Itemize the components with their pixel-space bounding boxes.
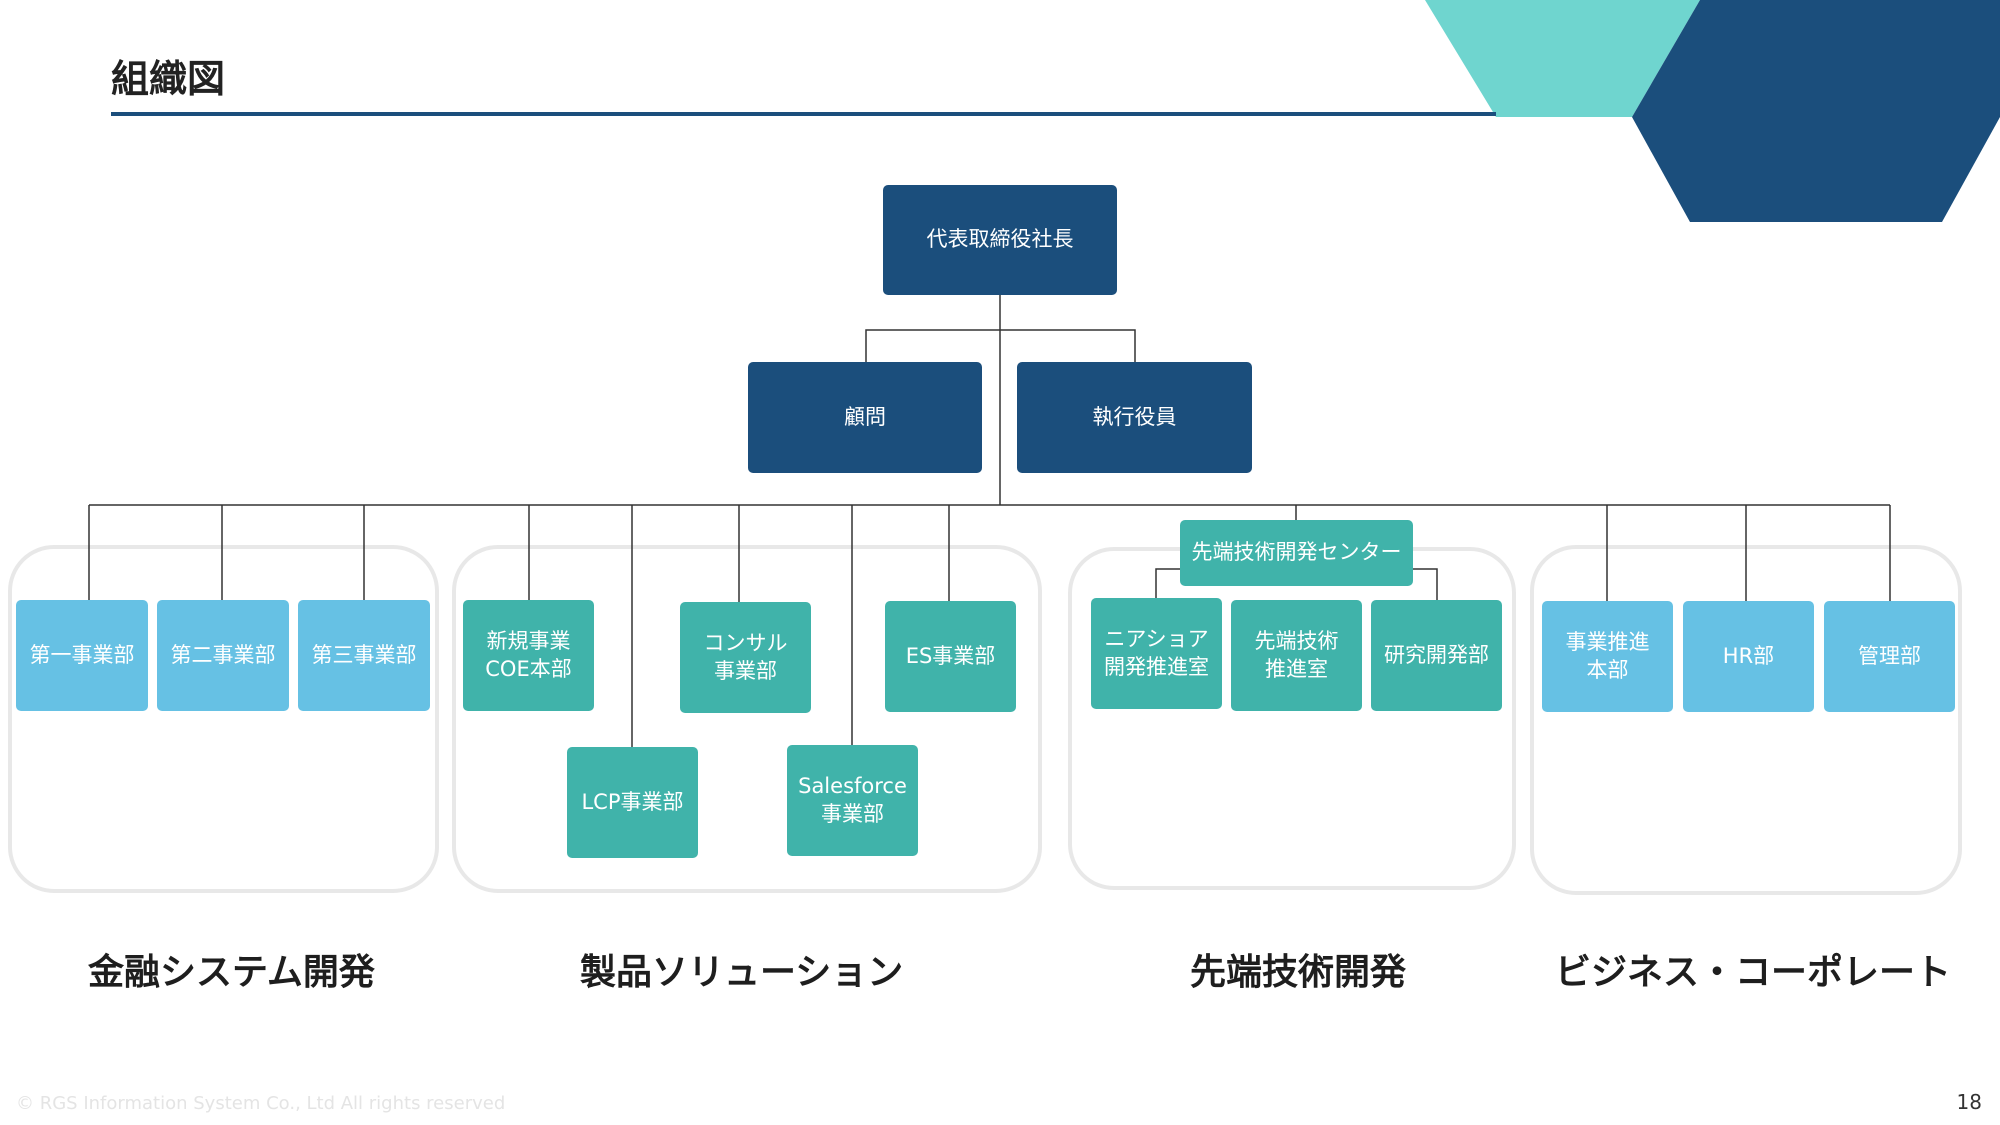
advisor-box: 顧問 — [748, 362, 982, 473]
new-coe-box: 新規事業 COE本部 — [463, 600, 594, 711]
salesforce-box: Salesforce 事業部 — [787, 745, 918, 856]
teal-accent-shape — [1425, 0, 1700, 117]
executives-box: 執行役員 — [1017, 362, 1252, 473]
center-left-branch — [1155, 568, 1180, 598]
ceo-box: 代表取締役社長 — [883, 185, 1117, 295]
category-corporate: ビジネス・コーポレート — [1555, 952, 1952, 993]
finance-unit-3: 第三事業部 — [298, 600, 430, 711]
title-underline — [111, 112, 1496, 116]
advisor-connector — [865, 329, 1136, 362]
advanced-center-box: 先端技術開発センター — [1180, 520, 1413, 586]
category-finance: 金融システム開発 — [88, 952, 375, 993]
corporate-unit-1: 事業推進 本部 — [1542, 601, 1673, 712]
group-finance — [8, 545, 439, 893]
page-number: 18 — [1956, 1090, 1982, 1114]
copyright-text: © RGS Information System Co., Ltd All ri… — [16, 1093, 506, 1114]
navy-accent-shape — [1632, 0, 2000, 222]
page-title: 組織図 — [111, 57, 226, 101]
finance-unit-1: 第一事業部 — [16, 600, 148, 711]
corporate-unit-2: HR部 — [1683, 601, 1814, 712]
group-products — [452, 545, 1042, 893]
advanced-unit-1: ニアショア 開発推進室 — [1091, 598, 1222, 709]
advanced-unit-2: 先端技術 推進室 — [1231, 600, 1362, 711]
finance-unit-2: 第二事業部 — [157, 600, 289, 711]
category-advanced: 先端技術開発 — [1190, 952, 1407, 993]
advanced-unit-3: 研究開発部 — [1371, 600, 1502, 711]
corporate-unit-3: 管理部 — [1824, 601, 1955, 712]
consul-box: コンサル 事業部 — [680, 602, 811, 713]
es-box: ES事業部 — [885, 601, 1016, 712]
lcp-box: LCP事業部 — [567, 747, 698, 858]
center-right-branch — [1413, 568, 1438, 600]
category-products: 製品ソリューション — [580, 952, 904, 993]
